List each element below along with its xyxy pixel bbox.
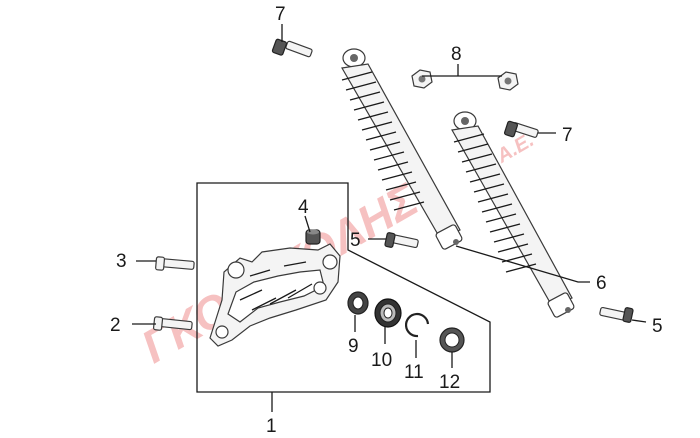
callout-3: 3 bbox=[116, 251, 127, 272]
callout-9: 9 bbox=[348, 336, 359, 357]
shock-absorber-left bbox=[341, 48, 463, 250]
nut-left bbox=[411, 69, 433, 89]
callout-5-upper: 5 bbox=[350, 230, 361, 251]
bolt-upper bbox=[384, 232, 419, 249]
bolt-short bbox=[152, 316, 193, 331]
oil-seal bbox=[347, 291, 369, 315]
callout-labels: 7 8 7 4 5 3 6 2 5 9 10 11 12 1 bbox=[110, 4, 663, 437]
bolt-top bbox=[271, 38, 313, 58]
callout-4: 4 bbox=[298, 197, 309, 218]
callout-1: 1 bbox=[266, 416, 277, 437]
callout-5-lower: 5 bbox=[652, 316, 663, 337]
nut-right bbox=[497, 71, 519, 91]
callout-6: 6 bbox=[596, 273, 607, 294]
assembly-frame bbox=[196, 182, 491, 393]
callout-8: 8 bbox=[451, 44, 462, 65]
swing-arm-bracket bbox=[209, 243, 341, 347]
bolt-long bbox=[155, 256, 195, 271]
callout-10: 10 bbox=[371, 350, 392, 371]
washer bbox=[439, 327, 465, 353]
bolt-right bbox=[504, 120, 539, 138]
bearing bbox=[374, 298, 402, 328]
circlip bbox=[404, 312, 430, 338]
callout-12: 12 bbox=[439, 372, 460, 393]
callout-7-top: 7 bbox=[275, 4, 286, 25]
callout-2: 2 bbox=[110, 315, 121, 336]
bolt-lower bbox=[599, 306, 634, 323]
shock-absorber-right bbox=[451, 111, 575, 318]
bushing bbox=[305, 229, 321, 245]
leader-lines bbox=[132, 24, 647, 412]
callout-11: 11 bbox=[404, 362, 424, 383]
callout-7-right: 7 bbox=[562, 125, 573, 146]
